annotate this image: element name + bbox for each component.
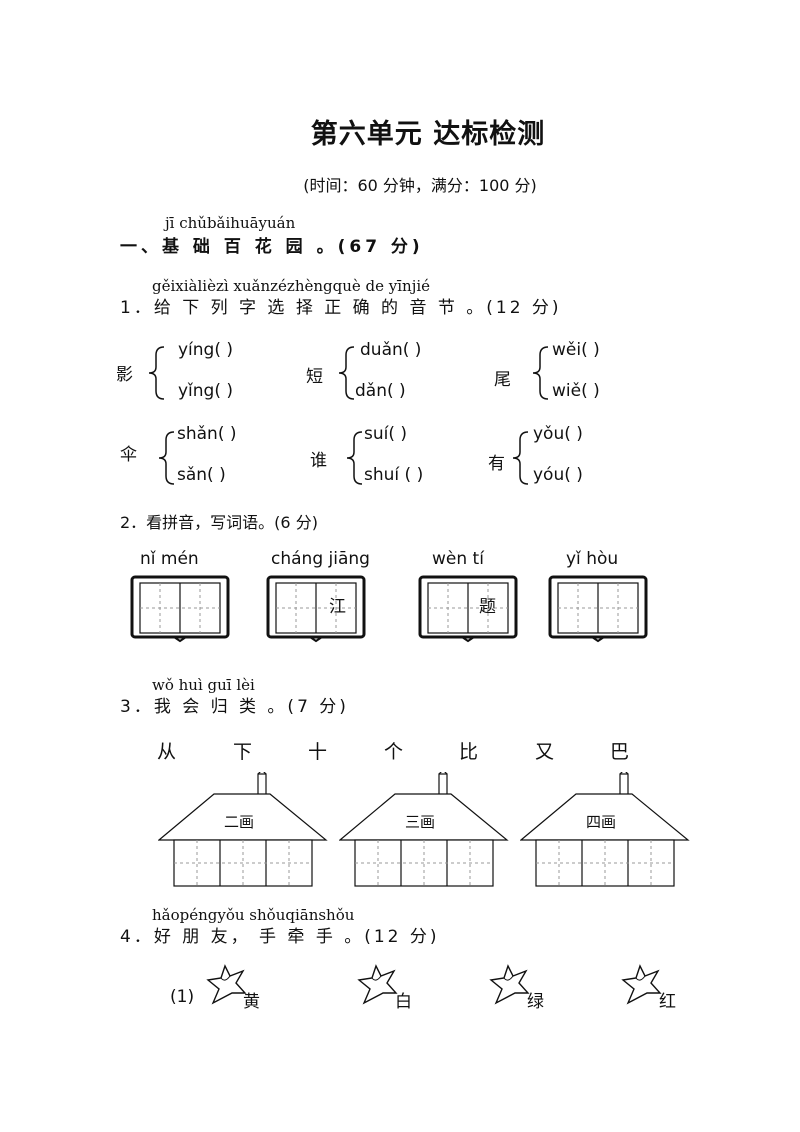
q1-option[interactable]: wěi( ): [552, 340, 600, 360]
q4-pinyin: hǎopéngyǒu shǒuqiānshǒu: [152, 906, 355, 924]
q2-given-char: 江: [329, 597, 346, 617]
q1-char: 伞: [120, 445, 137, 465]
q3-char: 下: [233, 741, 253, 763]
q3-title: 3．我 会 归 类 。(7 分): [120, 697, 349, 717]
q1-title: 1．给 下 列 字 选 择 正 确 的 音 节 。(12 分): [120, 298, 562, 318]
q4-char: 绿: [527, 992, 544, 1012]
q1-option[interactable]: shuí ( ): [364, 465, 424, 485]
q4-char: 黄: [243, 992, 260, 1012]
house-label: 二画: [224, 813, 255, 831]
q4-title: 4．好 朋 友， 手 牵 手 。(12 分): [120, 927, 440, 947]
q1-char: 影: [116, 365, 133, 385]
q3-char: 巴: [610, 741, 630, 763]
q1-char: 有: [488, 454, 505, 474]
house-label: 三画: [405, 813, 436, 831]
q4-char: 白: [395, 992, 412, 1012]
q1-char: 尾: [494, 370, 511, 390]
brace-icon: [512, 431, 529, 485]
q3-char: 又: [535, 741, 555, 763]
q3-char: 从: [157, 741, 177, 763]
house-box[interactable]: [158, 772, 328, 888]
section1-title: 一、基 础 百 花 园 。(67 分): [120, 237, 424, 257]
section1-pinyin: jī chǔbǎihuāyuán: [165, 214, 296, 232]
q1-char: 谁: [310, 451, 327, 471]
brace-icon: [148, 346, 165, 400]
q2-given-char: 题: [479, 597, 496, 617]
house-box[interactable]: [339, 772, 509, 888]
flower-icon[interactable]: [356, 963, 400, 1005]
brace-icon: [158, 431, 175, 485]
q2-word-pinyin: nǐ mén: [140, 549, 199, 569]
q1-option[interactable]: yóu( ): [533, 465, 583, 485]
q2-word-pinyin: wèn tí: [432, 549, 484, 569]
q3-pinyin: wǒ huì guī lèi: [152, 676, 255, 694]
q1-option[interactable]: yíng( ): [178, 340, 234, 360]
house-label: 四画: [586, 813, 617, 831]
writing-box[interactable]: [548, 575, 648, 643]
flower-icon[interactable]: [205, 963, 249, 1005]
q1-option[interactable]: sǎn( ): [177, 465, 226, 485]
q2-word-pinyin: cháng jiāng: [271, 549, 370, 569]
page-subtitle: (时间：60 分钟，满分：100 分): [303, 176, 537, 195]
writing-box[interactable]: [418, 575, 518, 643]
q1-option[interactable]: suí( ): [364, 424, 408, 444]
q1-char: 短: [306, 367, 323, 387]
q1-option[interactable]: dǎn( ): [355, 381, 406, 401]
writing-box[interactable]: [130, 575, 230, 643]
q1-option[interactable]: shǎn( ): [177, 424, 237, 444]
brace-icon: [346, 431, 363, 485]
q1-option[interactable]: yǐng( ): [178, 381, 234, 401]
q1-pinyin: gěixiàlièzì xuǎnzézhèngquè de yīnjié: [152, 277, 431, 295]
writing-box[interactable]: [266, 575, 366, 643]
q3-char: 十: [308, 741, 328, 763]
flower-icon[interactable]: [488, 963, 532, 1005]
q3-char: 个: [384, 741, 404, 763]
q2-word-pinyin: yǐ hòu: [566, 549, 619, 569]
q1-option[interactable]: wiě( ): [552, 381, 600, 401]
q1-option[interactable]: duǎn( ): [360, 340, 422, 360]
brace-icon: [532, 346, 549, 400]
q3-char: 比: [459, 741, 479, 763]
house-box[interactable]: [520, 772, 690, 888]
q4-char: 红: [659, 992, 676, 1012]
brace-icon: [338, 346, 355, 400]
page-title: 第六单元 达标检测: [310, 119, 546, 150]
q4-index: (1): [170, 987, 195, 1007]
q1-option[interactable]: yǒu( ): [533, 424, 583, 444]
flower-icon[interactable]: [620, 963, 664, 1005]
q2-title: 2．看拼音，写词语。(6 分): [120, 513, 318, 532]
